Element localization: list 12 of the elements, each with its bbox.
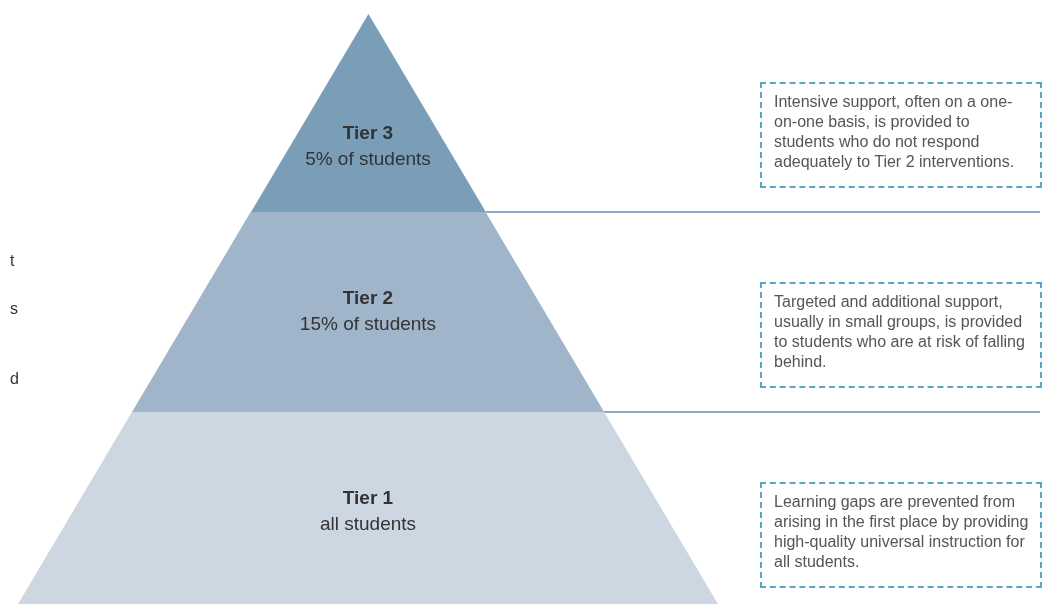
tier-share: 5% of students (305, 147, 431, 171)
tier-title: Tier 2 (342, 286, 394, 310)
tier-title: Tier 1 (342, 486, 394, 510)
tier-share: all students (319, 512, 417, 536)
description-box: Targeted and additional support, usually in small groups, is provided to students who are at risk of falling behind. (760, 282, 1042, 388)
tier-share: 15% of students (299, 312, 437, 336)
description-box: Intensive support, often on a one-on-one basis, is provided to students who do not respond adequately to Tier 2 interventions. (760, 82, 1042, 188)
tier-title: Tier 3 (342, 121, 394, 145)
text-fragment: d (10, 370, 19, 388)
text-fragment: t (10, 252, 15, 270)
text-fragment: s (10, 300, 18, 318)
description-box: Learning gaps are prevented from arising in the first place by providing high-quality universal instruction for all students. (760, 482, 1042, 588)
